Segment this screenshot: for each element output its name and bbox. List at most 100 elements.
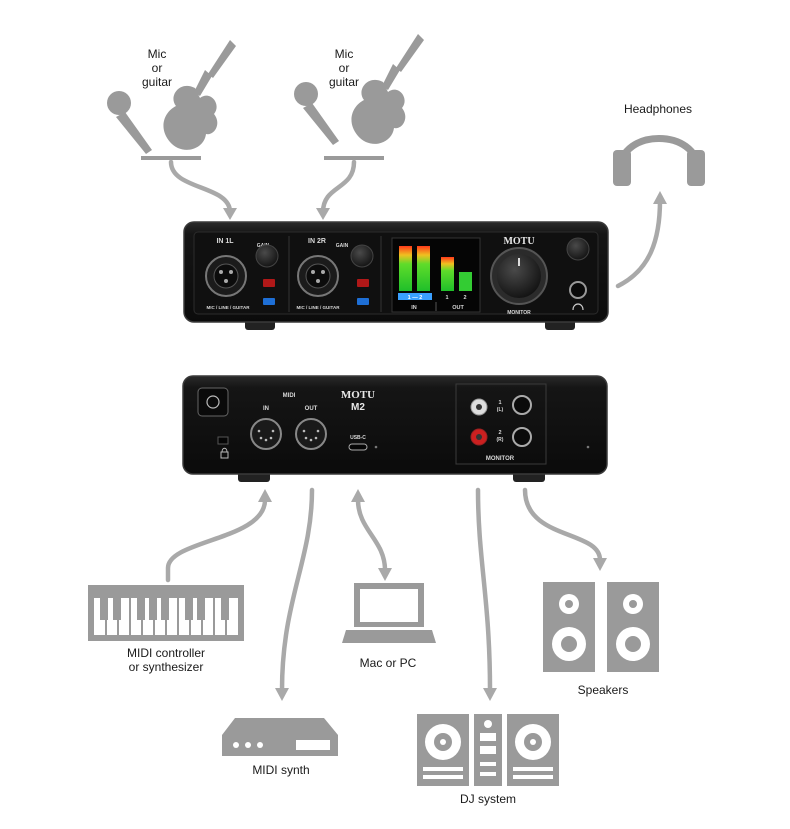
arrow-usb-top bbox=[351, 489, 365, 502]
speaker-right-icon bbox=[607, 582, 659, 672]
meter-out-ch2: 2 bbox=[463, 295, 466, 301]
computer-group: Mac or PC bbox=[342, 583, 436, 670]
in1-combo-label: MIC / LINE / GUITAR bbox=[207, 305, 251, 310]
midi-out-port[interactable] bbox=[295, 418, 327, 450]
in2-gain-knob[interactable] bbox=[350, 244, 374, 268]
arrow-input1 bbox=[223, 208, 237, 220]
rear-panel-body bbox=[182, 375, 608, 475]
arrow-headphones bbox=[653, 191, 667, 204]
arrow-usb-bottom bbox=[378, 568, 392, 581]
in1-label: IN 1L bbox=[216, 238, 234, 245]
rca-out-left[interactable] bbox=[470, 398, 488, 416]
arrow-midi-in bbox=[258, 489, 272, 502]
synth-module-icon bbox=[222, 718, 338, 756]
rear-panel: MIDI IN OUT MOTU M2 USB-C 1 (L) 2 (R) bbox=[182, 375, 608, 482]
cable-headphones bbox=[615, 197, 663, 289]
input1-label-line1: Mic bbox=[148, 47, 167, 61]
cable-input1 bbox=[168, 159, 233, 215]
headphones-label: Headphones bbox=[624, 102, 692, 116]
arrow-midi-out bbox=[275, 688, 289, 701]
in2-48v-button[interactable] bbox=[357, 279, 369, 287]
source-group-2: Mic or guitar bbox=[294, 34, 424, 160]
in2-gain-label: GAIN bbox=[336, 243, 349, 249]
usb-label: USB-C bbox=[350, 435, 366, 441]
cable-midi-in bbox=[165, 497, 268, 583]
headphone-jack[interactable] bbox=[569, 281, 587, 299]
guitar-icon bbox=[351, 34, 424, 144]
rca-out-right[interactable] bbox=[470, 428, 488, 446]
speakers-label: Speakers bbox=[578, 683, 629, 697]
meter-out-label: OUT bbox=[452, 305, 464, 311]
meter-in-2 bbox=[417, 246, 430, 291]
microphone-icon bbox=[294, 82, 339, 145]
meter-out-ch1: 1 bbox=[445, 295, 448, 301]
meter-in-channels: 1 — 2 bbox=[408, 295, 423, 301]
speakers-group: Speakers bbox=[543, 582, 659, 697]
kensington-lock-slot bbox=[217, 436, 229, 445]
speaker-left-icon bbox=[543, 582, 595, 672]
meter-in-1 bbox=[399, 246, 412, 291]
level-meter-display: 1 — 2 1 2 IN OUT bbox=[391, 237, 481, 313]
usb-c-port[interactable] bbox=[348, 443, 368, 451]
in1-gain-knob[interactable] bbox=[255, 244, 279, 268]
cable-usb bbox=[355, 497, 388, 573]
input2-label-line3: guitar bbox=[329, 75, 359, 89]
midi-controller-group: MIDI controller or synthesizer bbox=[88, 585, 244, 674]
cable-midi-out bbox=[279, 487, 315, 693]
trs-out-1[interactable] bbox=[512, 395, 532, 415]
meter-out-1 bbox=[441, 257, 454, 291]
keyboard-icon bbox=[88, 585, 244, 641]
source-group-1: Mic or guitar bbox=[107, 40, 236, 160]
cable-dj bbox=[475, 487, 493, 693]
computer-label: Mac or PC bbox=[360, 656, 417, 670]
headphone-level-knob[interactable] bbox=[566, 237, 590, 261]
in2-label: IN 2R bbox=[308, 238, 326, 245]
midi-out-label: OUT bbox=[305, 406, 318, 412]
dj-system-group: DJ system bbox=[417, 714, 559, 806]
front-panel: IN 1L GAIN MIC / LINE / GUITAR IN 2R GAI… bbox=[183, 221, 609, 330]
out1-label: 1 bbox=[498, 400, 501, 406]
guitar-icon bbox=[163, 40, 236, 150]
arrow-dj bbox=[483, 688, 497, 701]
turntable-left-icon bbox=[417, 714, 469, 786]
midi-controller-label-line2: or synthesizer bbox=[129, 660, 204, 674]
turntable-right-icon bbox=[507, 714, 559, 786]
headphone-symbol-icon bbox=[572, 303, 584, 311]
input1-stand-bar bbox=[141, 156, 201, 160]
front-brand-logo: MOTU bbox=[503, 236, 534, 247]
in2-mon-button[interactable] bbox=[357, 298, 369, 305]
meter-out-2 bbox=[459, 272, 472, 291]
microphone-icon bbox=[107, 91, 152, 154]
input2-label-line2: or bbox=[339, 61, 350, 75]
arrow-input2 bbox=[316, 208, 330, 220]
monitor-label: MONITOR bbox=[507, 310, 531, 316]
out2-side-label: (R) bbox=[497, 437, 504, 443]
lock-icon bbox=[220, 447, 229, 459]
cable-speakers bbox=[522, 487, 603, 563]
in2-combo-label: MIC / LINE / GUITAR bbox=[297, 305, 341, 310]
cable-input2 bbox=[320, 159, 357, 215]
input2-label-line1: Mic bbox=[335, 47, 354, 61]
power-button[interactable] bbox=[197, 387, 229, 417]
arrow-speakers bbox=[593, 558, 607, 571]
laptop-icon bbox=[342, 583, 436, 643]
midi-in-label: IN bbox=[263, 406, 269, 412]
headphones-icon bbox=[613, 135, 705, 186]
in1-48v-button[interactable] bbox=[263, 279, 275, 287]
meter-in-label: IN bbox=[411, 305, 417, 311]
input1-label-line2: or bbox=[152, 61, 163, 75]
in1-mon-button[interactable] bbox=[263, 298, 275, 305]
headphones-group: Headphones bbox=[613, 102, 705, 186]
midi-in-port[interactable] bbox=[250, 418, 282, 450]
rear-brand-logo: MOTU bbox=[341, 389, 375, 401]
out1-side-label: (L) bbox=[497, 407, 504, 413]
midi-synth-label: MIDI synth bbox=[252, 763, 309, 777]
trs-out-2[interactable] bbox=[512, 427, 532, 447]
midi-label: MIDI bbox=[283, 393, 296, 399]
midi-synth-group: MIDI synth bbox=[222, 718, 338, 777]
input2-stand-bar bbox=[324, 156, 384, 160]
midi-controller-label-line1: MIDI controller bbox=[127, 646, 205, 660]
dj-mixer-icon bbox=[474, 714, 502, 786]
input1-label-line3: guitar bbox=[142, 75, 172, 89]
